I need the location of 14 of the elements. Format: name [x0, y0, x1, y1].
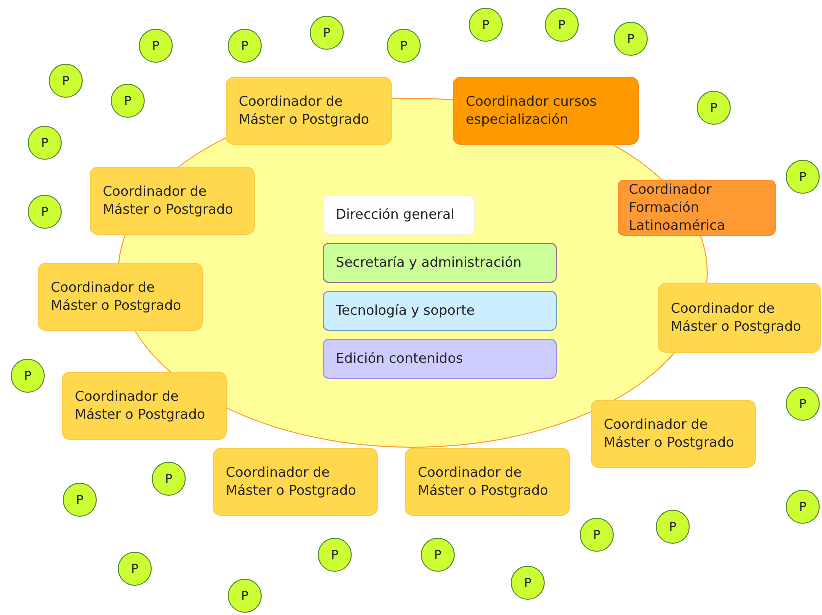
- coordinator-box: Coordinador de Máster o Postgrado: [62, 372, 227, 440]
- coordinator-box: Coordinador de Máster o Postgrado: [90, 167, 255, 235]
- coordinator-box: Coordinador de Máster o Postgrado: [658, 283, 821, 353]
- coordinator-box: Coordinador de Máster o Postgrado: [591, 400, 756, 468]
- coordinator-box: Coordinador de Máster o Postgrado: [405, 448, 570, 516]
- coordinator-box: Coordinador de Máster o Postgrado: [226, 77, 392, 145]
- coordinator-box: Coordinador cursos especialización: [453, 77, 639, 145]
- coordinator-box: Coordinador de Máster o Postgrado: [38, 263, 203, 331]
- department-box: Secretaría y administración: [323, 243, 557, 283]
- department-box: Tecnología y soporte: [323, 291, 557, 331]
- coordinator-box: Coordinador Formación Latinoamérica: [618, 180, 776, 236]
- department-box: Dirección general: [323, 195, 475, 235]
- department-box: Edición contenidos: [323, 339, 557, 379]
- coordinator-box: Coordinador de Máster o Postgrado: [213, 448, 378, 516]
